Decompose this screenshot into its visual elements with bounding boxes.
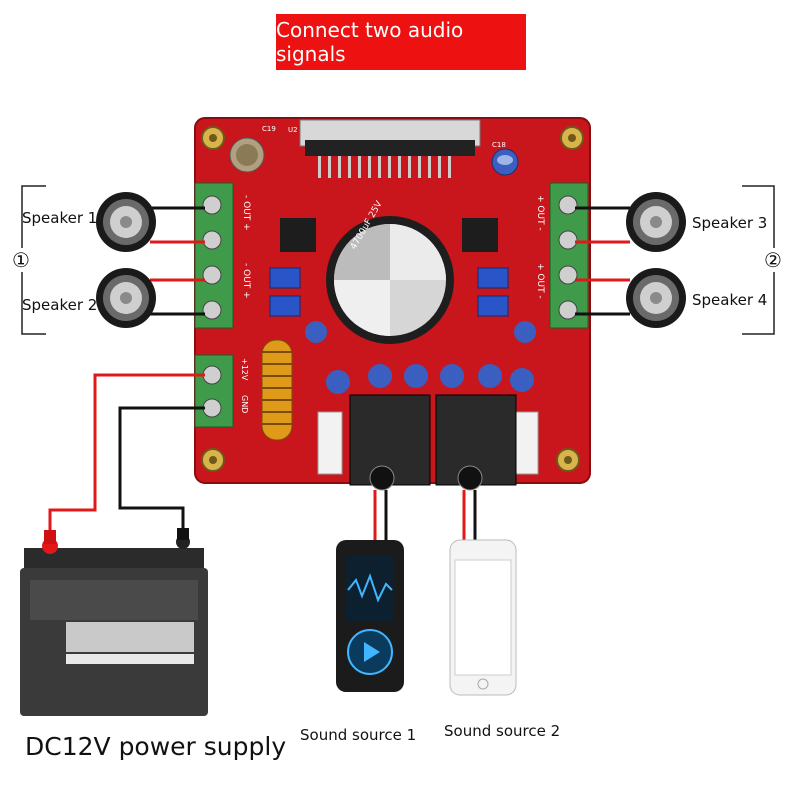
group-bracket-right [742, 185, 775, 335]
opamp-chip [462, 218, 498, 252]
sound-source-1-label: Sound source 1 [300, 726, 417, 744]
trimmer [477, 295, 509, 317]
trimmer [477, 267, 509, 289]
speaker-4-label: Speaker 4 [692, 291, 768, 309]
title-text: Connect two audio signals [276, 18, 464, 66]
out-label: + OUT - [535, 195, 545, 231]
out-label: + OUT - [535, 263, 545, 299]
opamp-chip [280, 218, 316, 252]
c18-label: C18 [492, 141, 506, 149]
group-1-marker: ① [12, 248, 30, 272]
speaker-1-label: Speaker 1 [22, 209, 98, 227]
group-bracket-left [21, 185, 46, 335]
amplifier-ic: U2 [288, 119, 481, 178]
out-label: - OUT + [241, 195, 251, 231]
speaker-icon [96, 192, 156, 252]
phone-icon [449, 539, 517, 696]
capacitor-row [305, 321, 536, 394]
power-supply-label: DC12V power supply [25, 732, 287, 761]
speaker-3-label: Speaker 3 [692, 214, 768, 232]
out-label: - OUT + [241, 263, 251, 299]
sound-source-2-label: Sound source 2 [444, 722, 561, 740]
title-banner: Connect two audio signals [276, 14, 526, 70]
signal-header [317, 411, 343, 475]
speaker-icon [626, 192, 686, 252]
signal-cables [373, 490, 477, 545]
mounting-hole [560, 126, 584, 150]
speaker-2-label: Speaker 2 [22, 296, 98, 314]
trimmer [269, 295, 301, 317]
speaker-icon [96, 268, 156, 328]
power-terminal: +12V GND [194, 354, 249, 428]
mp3-player-icon [336, 540, 404, 692]
mounting-hole [201, 448, 225, 472]
group-2-marker: ② [764, 248, 782, 272]
capacitor-c19: C19 [229, 125, 276, 173]
trimmer [269, 267, 301, 289]
audio-jack-1 [349, 394, 431, 491]
mounting-hole [556, 448, 580, 472]
battery-icon [20, 528, 208, 716]
capacitor-c18: C18 [491, 141, 519, 176]
speaker-icon [626, 268, 686, 328]
main-capacitor: 4700uF 25V [326, 199, 454, 344]
c19-label: C19 [262, 125, 276, 133]
power-wires [48, 373, 205, 548]
power-gnd-label: GND [240, 395, 249, 413]
amplifier-board: U2 C19 C18 4700uF 25V [194, 117, 591, 491]
signal-header [513, 411, 539, 475]
mounting-hole [201, 126, 225, 150]
speaker-wires [150, 206, 630, 316]
power-plus-label: +12V [240, 358, 249, 381]
audio-jack-2 [435, 394, 517, 491]
u2-label: U2 [288, 126, 298, 134]
inductor-coil [261, 339, 293, 441]
